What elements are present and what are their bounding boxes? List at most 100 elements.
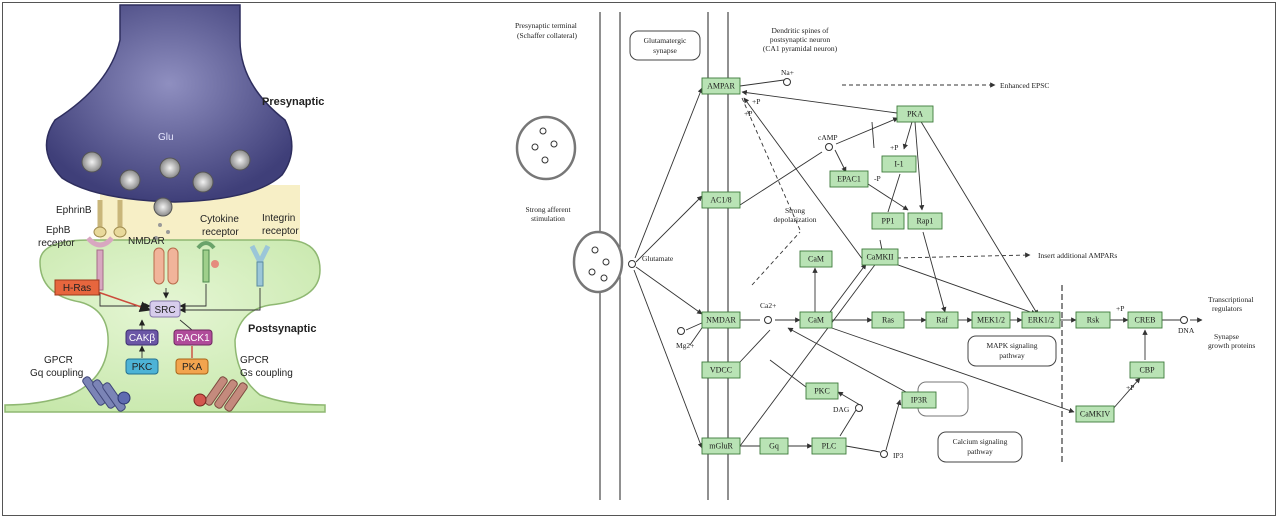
insert-ampars-label: Insert additional AMPARs xyxy=(1038,251,1117,260)
release-vesicle xyxy=(572,230,624,294)
node-vdcc[interactable]: VDCC xyxy=(701,361,741,379)
svg-text:VDCC: VDCC xyxy=(710,366,732,375)
pka-label: PKA xyxy=(182,362,202,373)
strong-depol-label-2: depolarization xyxy=(774,215,817,224)
svg-text:CaM: CaM xyxy=(808,255,824,264)
pathway-edges xyxy=(633,79,1203,453)
postsynaptic-label: Postsynaptic xyxy=(248,323,316,335)
svg-text:Rsk: Rsk xyxy=(1087,316,1099,325)
node-ip3r[interactable]: IP3R xyxy=(901,391,937,409)
node-pkc[interactable]: PKC xyxy=(805,382,839,400)
node-mek12[interactable]: MEK1/2 xyxy=(971,311,1011,329)
svg-text:mGluR: mGluR xyxy=(709,442,733,451)
na-label: Na+ xyxy=(781,68,794,77)
presynaptic-terminal xyxy=(45,4,293,203)
ephb-receptor xyxy=(86,236,114,291)
mg-compound xyxy=(677,327,685,335)
node-ras[interactable]: Ras xyxy=(871,311,905,329)
svg-text:AC1/8: AC1/8 xyxy=(710,196,731,205)
ephrinb-ligands xyxy=(93,200,127,238)
node-mglur[interactable]: mGluR xyxy=(701,437,741,455)
p-creb: +P xyxy=(1116,304,1124,313)
gpcr-gs-label-1: GPCR xyxy=(240,355,269,366)
ip3-compound xyxy=(880,450,888,458)
node-nmdar[interactable]: NMDAR xyxy=(701,311,741,329)
presynaptic-label: Presynaptic xyxy=(262,96,324,108)
node-cam-top[interactable]: CaM xyxy=(799,250,833,268)
node-cbp[interactable]: CBP xyxy=(1129,361,1165,379)
strong-depol-label-1: Strong xyxy=(785,206,805,215)
mapk-map-link[interactable] xyxy=(967,335,1057,367)
node-rsk[interactable]: Rsk xyxy=(1075,311,1111,329)
node-cam[interactable]: CaM xyxy=(799,311,833,329)
nmdar-label: NMDAR xyxy=(128,236,165,247)
dendritic-label-1: Dendritic spines of xyxy=(771,26,829,35)
node-pp1[interactable]: PP1 xyxy=(871,212,905,230)
node-pka[interactable]: PKA xyxy=(896,105,934,123)
glutamatergic-synapse-box xyxy=(629,30,701,61)
calcium-label-1: Calcium signaling xyxy=(953,437,1008,446)
ca-label: Ca2+ xyxy=(760,301,776,310)
cytokine-label-2: receptor xyxy=(202,227,239,238)
vesicle xyxy=(159,157,181,179)
dna-label: DNA xyxy=(1178,326,1195,335)
growth-label-1: Synapse xyxy=(1214,332,1240,341)
gpcr-gq-label-2: Gq coupling xyxy=(30,368,83,379)
node-i1[interactable]: I-1 xyxy=(881,155,917,173)
cytokine-receptor xyxy=(196,241,219,283)
gene-nodes: AMPAR PKA AC1/8 I-1 EPAC1 PP1 Rap1 CaM C… xyxy=(701,77,1165,455)
pka-box xyxy=(175,358,209,375)
vesicle xyxy=(119,169,141,191)
node-plc[interactable]: PLC xyxy=(811,437,847,455)
svg-text:CaM: CaM xyxy=(808,316,824,325)
svg-text:CaMKII: CaMKII xyxy=(866,253,893,262)
node-epac1[interactable]: EPAC1 xyxy=(829,170,869,188)
node-gq[interactable]: Gq xyxy=(759,437,789,455)
integrin-label-2: receptor xyxy=(262,226,299,237)
svg-text:CREB: CREB xyxy=(1135,316,1156,325)
transcriptional-label-2: regulators xyxy=(1212,304,1242,313)
camp-label: cAMP xyxy=(818,133,838,142)
vesicle xyxy=(229,149,251,171)
svg-text:Gq: Gq xyxy=(769,442,779,451)
svg-text:CBP: CBP xyxy=(1139,366,1155,375)
node-camkii[interactable]: CaMKII xyxy=(861,248,899,266)
p-i1-b: -P xyxy=(874,174,881,183)
node-ampar[interactable]: AMPAR xyxy=(701,77,741,95)
pkc-label: PKC xyxy=(132,362,153,373)
node-ac1-8[interactable]: AC1/8 xyxy=(701,191,741,209)
synapse-arrows xyxy=(91,284,261,358)
ca-compound xyxy=(764,316,772,324)
dna-compound xyxy=(1180,316,1188,324)
svg-text:Rap1: Rap1 xyxy=(917,217,934,226)
rack1-label: RACK1 xyxy=(176,333,210,344)
camp-compound xyxy=(825,143,833,151)
cakb-box xyxy=(125,329,159,346)
na-compound xyxy=(783,78,791,86)
ephb-receptor-label-2: receptor xyxy=(38,238,75,249)
svg-text:Ras: Ras xyxy=(882,316,894,325)
presynaptic-vesicle-pool xyxy=(515,115,577,181)
mg-label: Mg2+ xyxy=(676,341,694,350)
node-camkiv[interactable]: CaMKIV xyxy=(1075,405,1115,423)
synapse-illustration: Presynaptic Postsynaptic Glu EphrinB Eph… xyxy=(4,4,326,413)
svg-text:Raf: Raf xyxy=(936,316,948,325)
node-erk12[interactable]: ERK1/2 xyxy=(1021,311,1061,329)
nmdar-channel xyxy=(153,247,179,285)
gpcr-gq-label-1: GPCR xyxy=(44,355,73,366)
node-creb[interactable]: CREB xyxy=(1127,311,1163,329)
cytokine-label-1: Cytokine xyxy=(200,214,239,225)
pkc-box xyxy=(125,358,159,375)
node-raf[interactable]: Raf xyxy=(925,311,959,329)
calcium-map-link[interactable] xyxy=(937,431,1023,463)
svg-text:I-1: I-1 xyxy=(894,160,903,169)
glutamate-compound xyxy=(628,260,636,268)
enhanced-epsc-label: Enhanced EPSC xyxy=(1000,81,1049,90)
ephb-receptor-label-1: EphB xyxy=(46,225,71,236)
integrin-label-1: Integrin xyxy=(262,213,295,224)
gpcr-gq xyxy=(82,376,131,412)
integrin-receptor xyxy=(249,244,271,287)
node-rap1[interactable]: Rap1 xyxy=(907,212,943,230)
svg-text:PLC: PLC xyxy=(822,442,837,451)
